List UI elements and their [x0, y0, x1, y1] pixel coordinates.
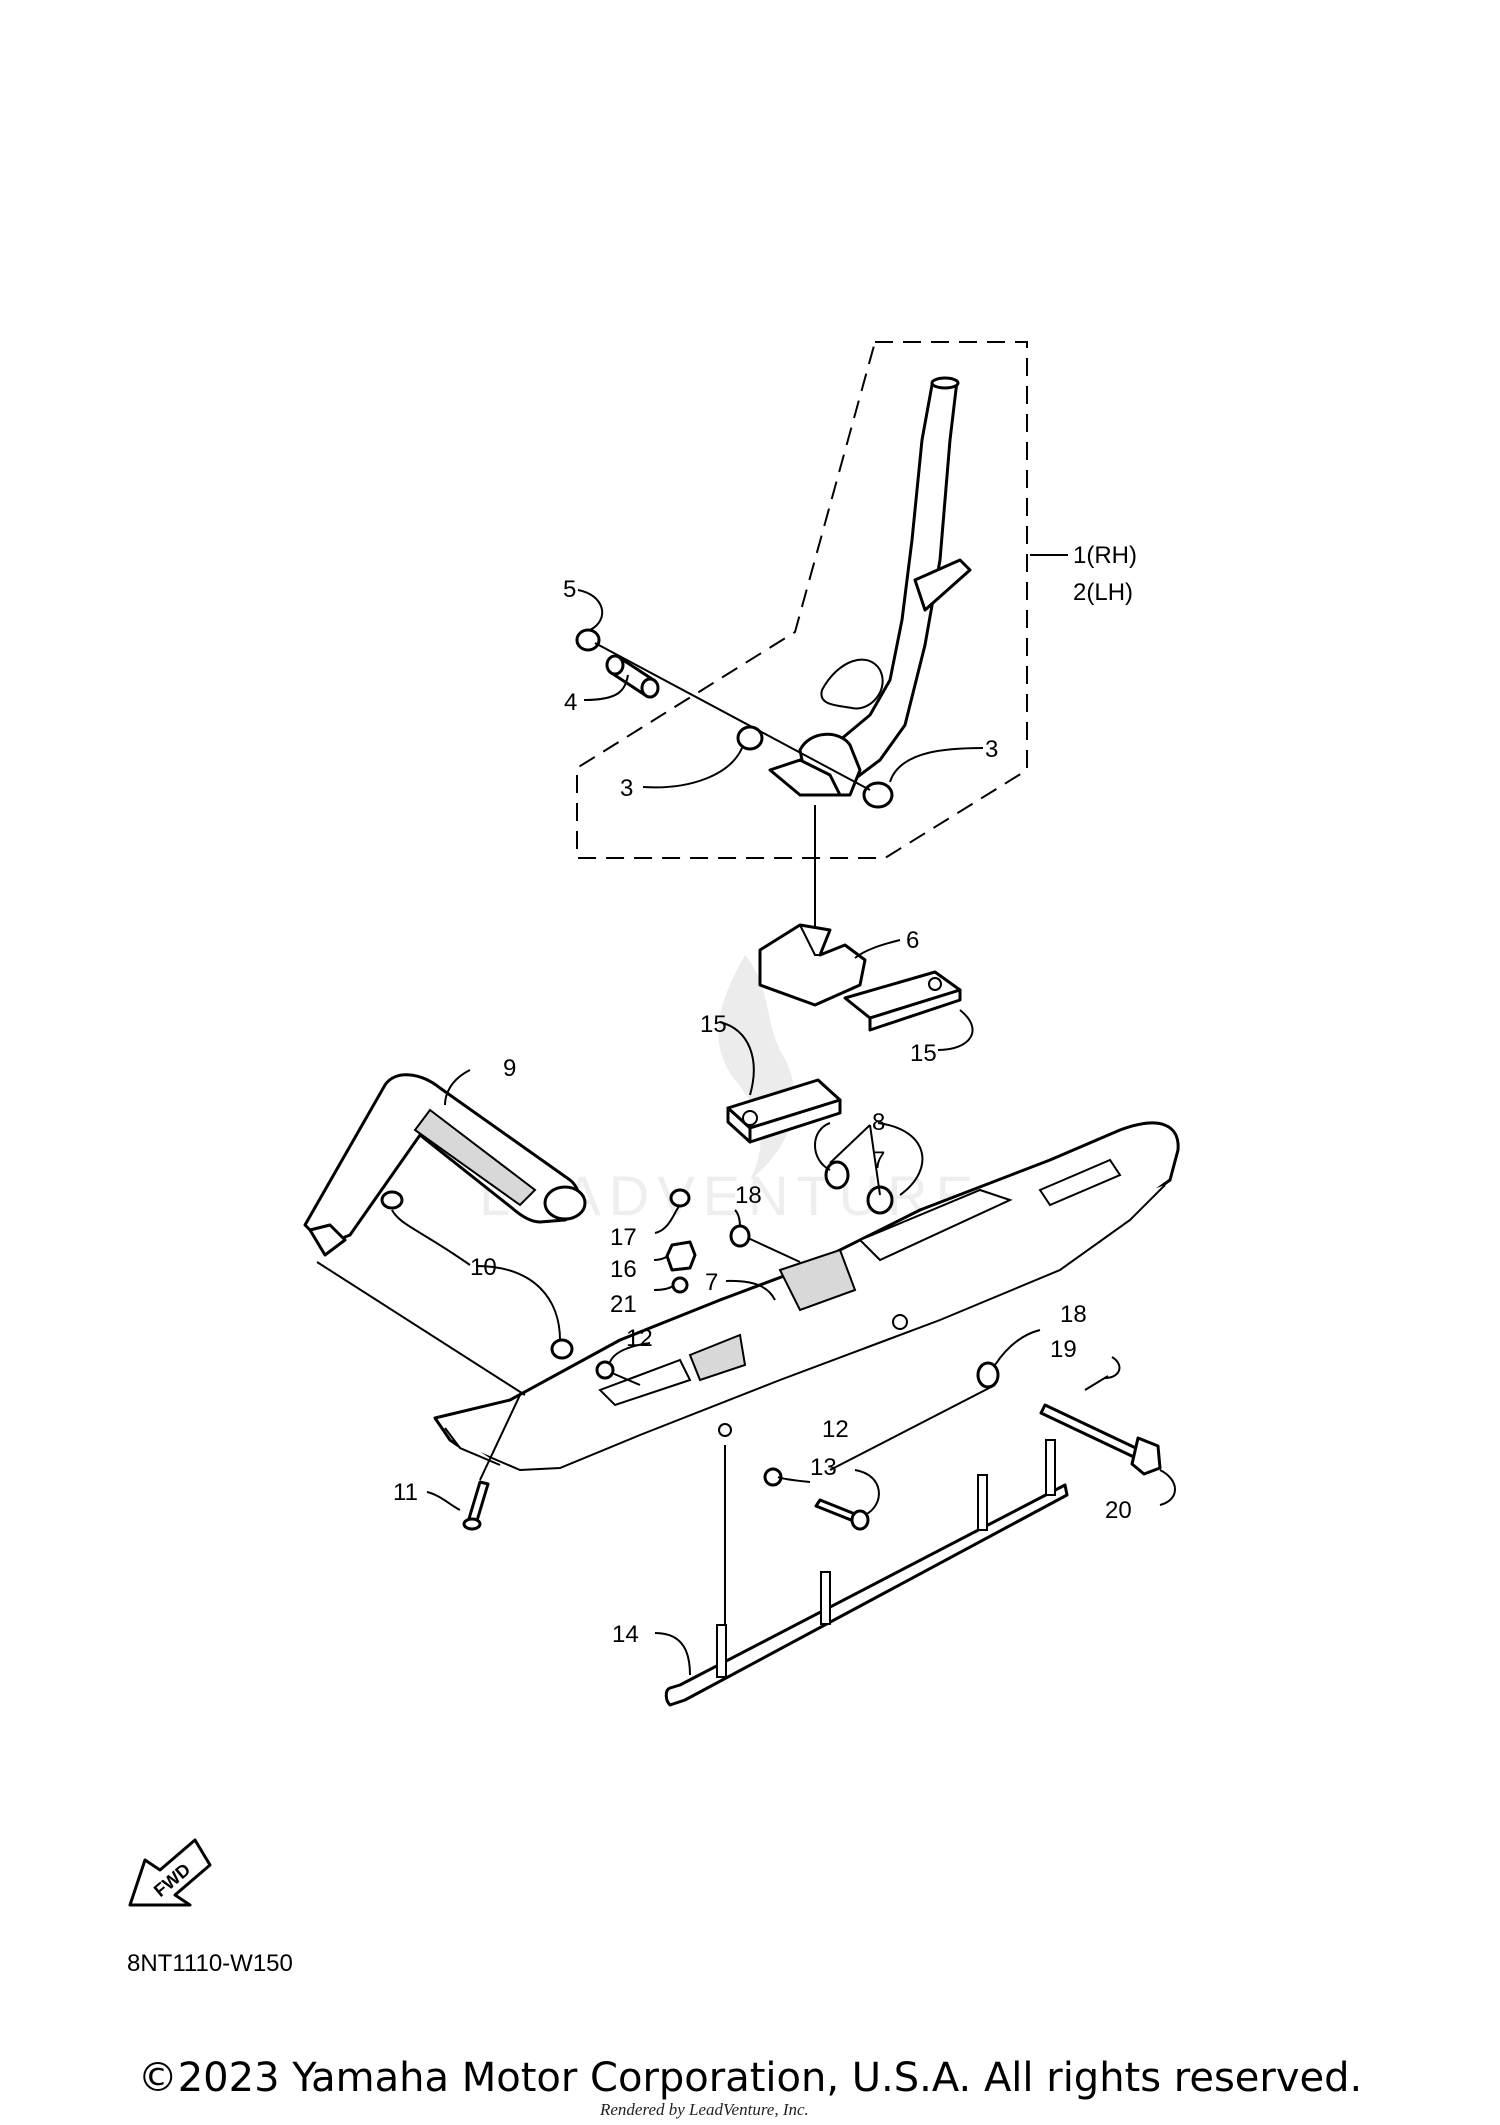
callout-16: 16 — [610, 1256, 637, 1283]
callout-12-lower: 12 — [822, 1416, 849, 1443]
callout-9: 9 — [503, 1055, 516, 1082]
part-5-nut — [575, 628, 601, 652]
fwd-arrow-icon — [128, 1838, 212, 1907]
copyright-notice: ©2023 Yamaha Motor Corporation, U.S.A. A… — [137, 2055, 1363, 2101]
callout-3-right: 3 — [985, 736, 998, 763]
callout-3-left: 3 — [620, 775, 633, 802]
callout-11: 11 — [393, 1479, 418, 1506]
part-3-bushing-right — [862, 781, 894, 809]
part-12-washer-upper — [595, 1360, 615, 1380]
callout-14: 14 — [612, 1621, 639, 1648]
callout-1-rh: 1(RH) — [1073, 542, 1137, 569]
part-16-nut — [665, 1240, 697, 1272]
callout-13: 13 — [810, 1454, 837, 1481]
callout-15-right: 15 — [910, 1040, 937, 1067]
part-10-insert-top — [380, 1190, 404, 1210]
callout-7-lower: 7 — [705, 1269, 718, 1296]
callout-15-left: 15 — [700, 1011, 727, 1038]
callout-19: 19 — [1050, 1336, 1077, 1363]
part-4-collar — [605, 654, 660, 699]
part-18-washer-upper — [729, 1224, 751, 1248]
callout-5: 5 — [563, 576, 576, 603]
part-11-screw — [462, 1480, 490, 1531]
part-21-washer — [671, 1276, 689, 1294]
ski-body — [433, 1121, 1180, 1472]
callout-4: 4 — [564, 689, 577, 716]
callout-18-lower: 18 — [1060, 1301, 1087, 1328]
part-3-bushing-left — [736, 725, 764, 751]
part-20-bolt — [1039, 1403, 1162, 1476]
rendered-by-credit: Rendered by LeadVenture, Inc. — [600, 2100, 809, 2119]
part-18-washer-lower — [976, 1361, 1000, 1389]
callout-20: 20 — [1105, 1497, 1132, 1524]
diagram-code: 8NT1110-W150 — [127, 1950, 293, 1977]
callout-7-upper: 7 — [872, 1147, 885, 1174]
part-14-runner — [664, 1439, 1069, 1707]
leader-lines — [316, 554, 1176, 1676]
callout-10: 10 — [470, 1254, 497, 1281]
part-10-insert-lower — [550, 1338, 574, 1360]
callout-17: 17 — [610, 1224, 637, 1251]
callout-12-upper: 12 — [626, 1325, 653, 1352]
part-8-bushing — [824, 1160, 850, 1190]
callout-8: 8 — [872, 1109, 885, 1136]
part-13-bolt — [814, 1498, 870, 1531]
part-17-nut — [669, 1188, 691, 1208]
callout-6: 6 — [906, 927, 919, 954]
callout-18-upper: 18 — [735, 1182, 762, 1209]
callouts: 1(RH) 2(LH) 5 4 3 3 6 15 15 9 8 7 18 17 … — [393, 542, 1137, 1648]
part-9-ski-loop-handle — [303, 1073, 587, 1257]
part-15-plate-right — [843, 970, 962, 1032]
axle-line — [594, 642, 871, 791]
part-19-spring-pin — [1084, 1375, 1109, 1391]
spindle-group-bracket — [576, 341, 1028, 859]
callout-2-lh: 2(LH) — [1073, 579, 1133, 606]
ski-spindle — [768, 376, 972, 797]
part-15-plate-left — [726, 1078, 842, 1144]
callout-21: 21 — [610, 1291, 637, 1318]
part-6-saddle-block — [758, 923, 867, 1007]
part-7-bushing-upper — [866, 1185, 894, 1215]
